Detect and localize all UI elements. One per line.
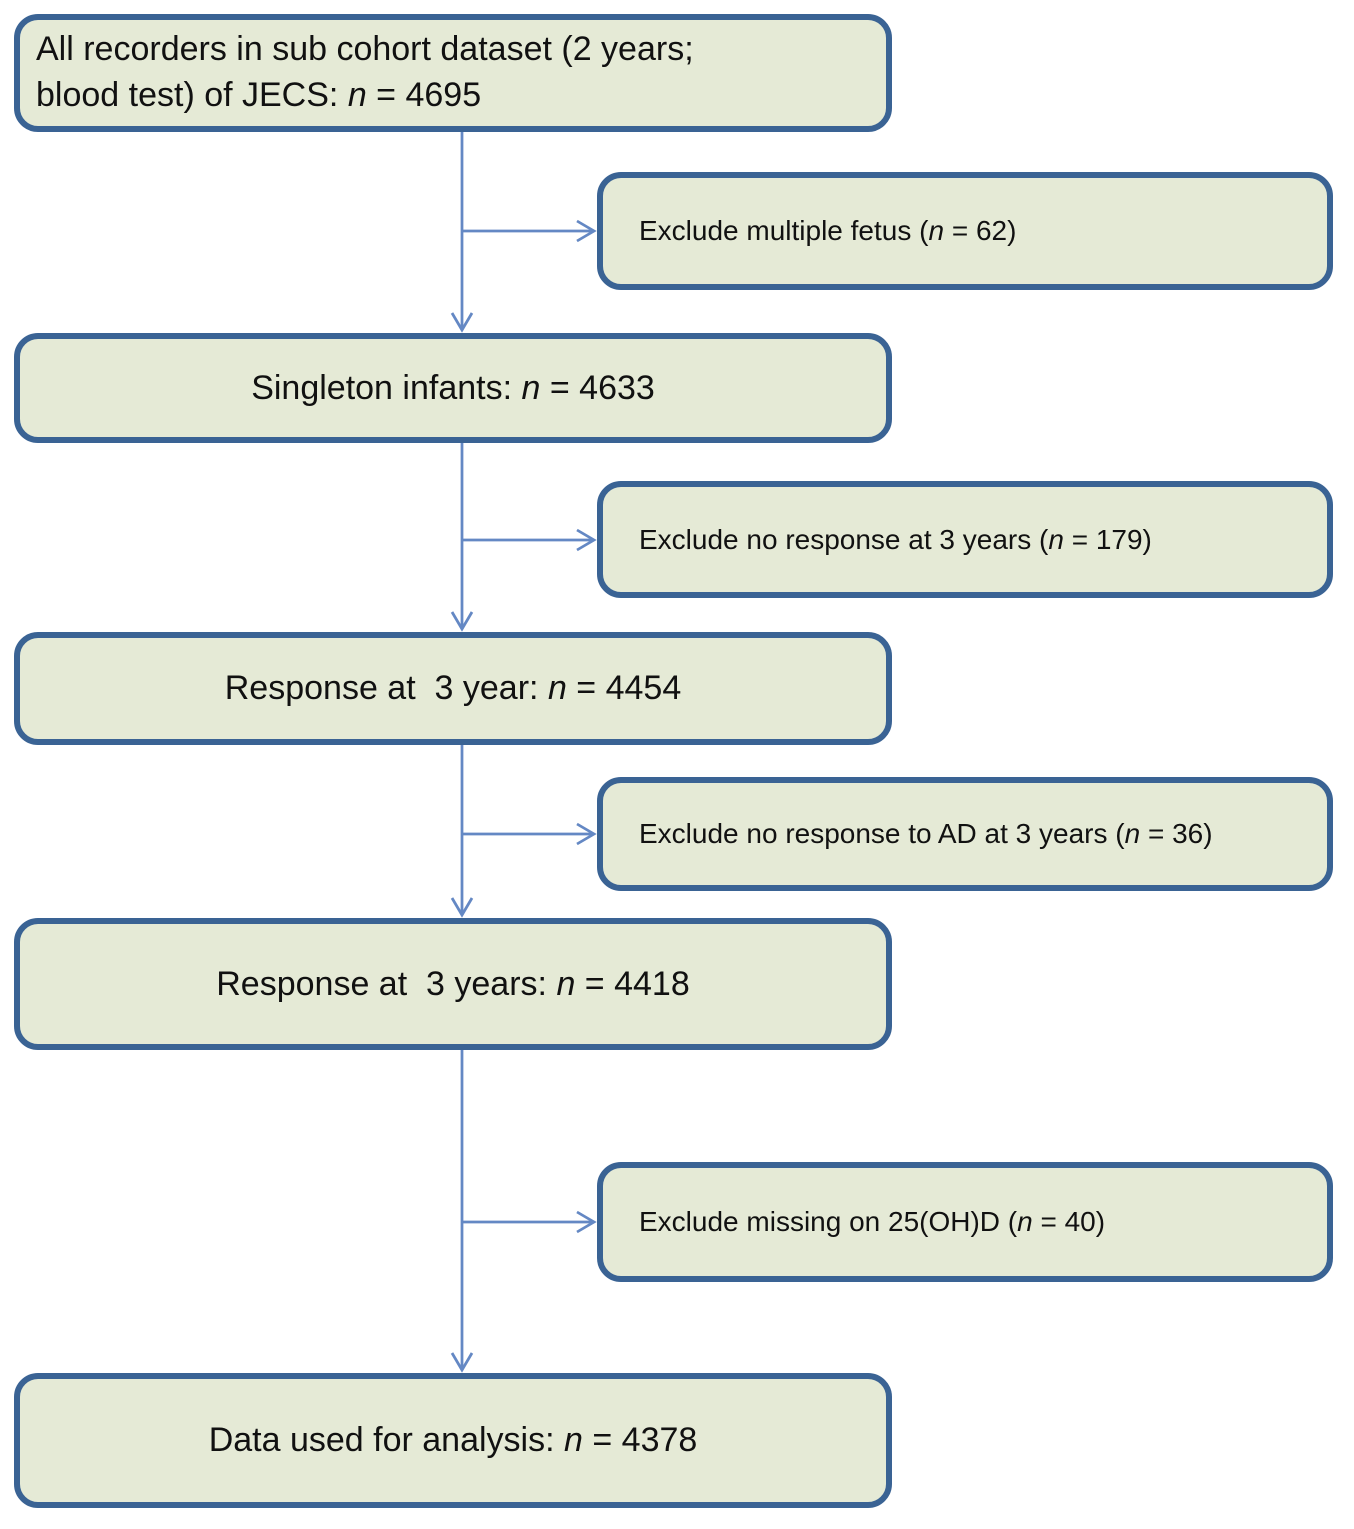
n-symbol: n bbox=[563, 1421, 583, 1459]
flow-box-data-analysis-label: Data used for analysis: n = 4378 bbox=[209, 1421, 698, 1460]
box-text-prefix: Exclude no response at 3 years ( bbox=[639, 523, 1049, 555]
n-symbol: n bbox=[928, 215, 945, 246]
flow-box-response-3-years-label: Response at 3 years: n = 4418 bbox=[216, 965, 690, 1004]
box-text-prefix: Exclude multiple fetus ( bbox=[639, 215, 929, 246]
box-text-suffix: = 4633 bbox=[540, 368, 655, 407]
box-text-prefix: Response at 3 years: bbox=[216, 964, 557, 1003]
flow-box-response-3-year-label: Response at 3 year: n = 4454 bbox=[225, 669, 682, 708]
box-text-prefix: Exclude no response to AD at 3 years ( bbox=[639, 818, 1125, 849]
flow-box-singleton-infants-label: Singleton infants: n = 4633 bbox=[251, 369, 655, 408]
n-symbol: n bbox=[521, 368, 541, 407]
box-text-suffix: = 4695 bbox=[366, 76, 482, 114]
n-symbol: n bbox=[347, 76, 367, 114]
n-symbol: n bbox=[1048, 523, 1064, 555]
exclusion-box-missing-25ohd: Exclude missing on 25(OH)D (n = 40) bbox=[597, 1162, 1333, 1282]
box-text-suffix: = 4454 bbox=[566, 669, 682, 707]
box-text-line1: All recorders in sub cohort dataset (2 y… bbox=[36, 30, 694, 69]
flow-box-all-recorders: All recorders in sub cohort dataset (2 y… bbox=[14, 14, 892, 132]
flow-box-all-recorders-label: All recorders in sub cohort dataset (2 y… bbox=[36, 27, 694, 119]
exclusion-box-multiple-fetus: Exclude multiple fetus (n = 62) bbox=[597, 172, 1333, 290]
box-text-prefix: Response at 3 year: bbox=[224, 669, 548, 707]
flow-box-singleton-infants: Singleton infants: n = 4633 bbox=[14, 333, 892, 443]
box-text-suffix: = 4378 bbox=[582, 1421, 698, 1459]
box-text-suffix: = 40) bbox=[1032, 1206, 1106, 1237]
box-text-suffix: = 4418 bbox=[575, 964, 690, 1003]
exclusion-box-no-response-ad-label: Exclude no response to AD at 3 years (n … bbox=[639, 818, 1213, 850]
box-text-line2-prefix: blood test) of JECS: bbox=[36, 76, 348, 114]
box-text-prefix: Exclude missing on 25(OH)D ( bbox=[639, 1206, 1018, 1237]
flow-box-data-analysis: Data used for analysis: n = 4378 bbox=[14, 1373, 892, 1508]
exclusion-box-no-response-3-years: Exclude no response at 3 years (n = 179) bbox=[597, 481, 1333, 598]
exclusion-box-no-response-3-years-label: Exclude no response at 3 years (n = 179) bbox=[639, 524, 1152, 556]
exclusion-box-multiple-fetus-label: Exclude multiple fetus (n = 62) bbox=[639, 215, 1016, 247]
flow-box-response-3-years: Response at 3 years: n = 4418 bbox=[14, 918, 892, 1050]
box-text-suffix: = 179) bbox=[1063, 523, 1152, 555]
exclusion-box-missing-25ohd-label: Exclude missing on 25(OH)D (n = 40) bbox=[639, 1206, 1105, 1238]
flow-box-response-3-year: Response at 3 year: n = 4454 bbox=[14, 632, 892, 745]
exclusion-box-no-response-ad: Exclude no response to AD at 3 years (n … bbox=[597, 777, 1333, 891]
box-text-prefix: Data used for analysis: bbox=[208, 1421, 564, 1459]
box-text-suffix: = 62) bbox=[944, 215, 1017, 246]
n-symbol: n bbox=[1124, 818, 1141, 849]
n-symbol: n bbox=[556, 964, 576, 1003]
n-symbol: n bbox=[547, 669, 567, 707]
n-symbol: n bbox=[1017, 1206, 1033, 1237]
box-text-prefix: Singleton infants: bbox=[251, 368, 522, 407]
box-text-suffix: = 36) bbox=[1140, 818, 1213, 849]
